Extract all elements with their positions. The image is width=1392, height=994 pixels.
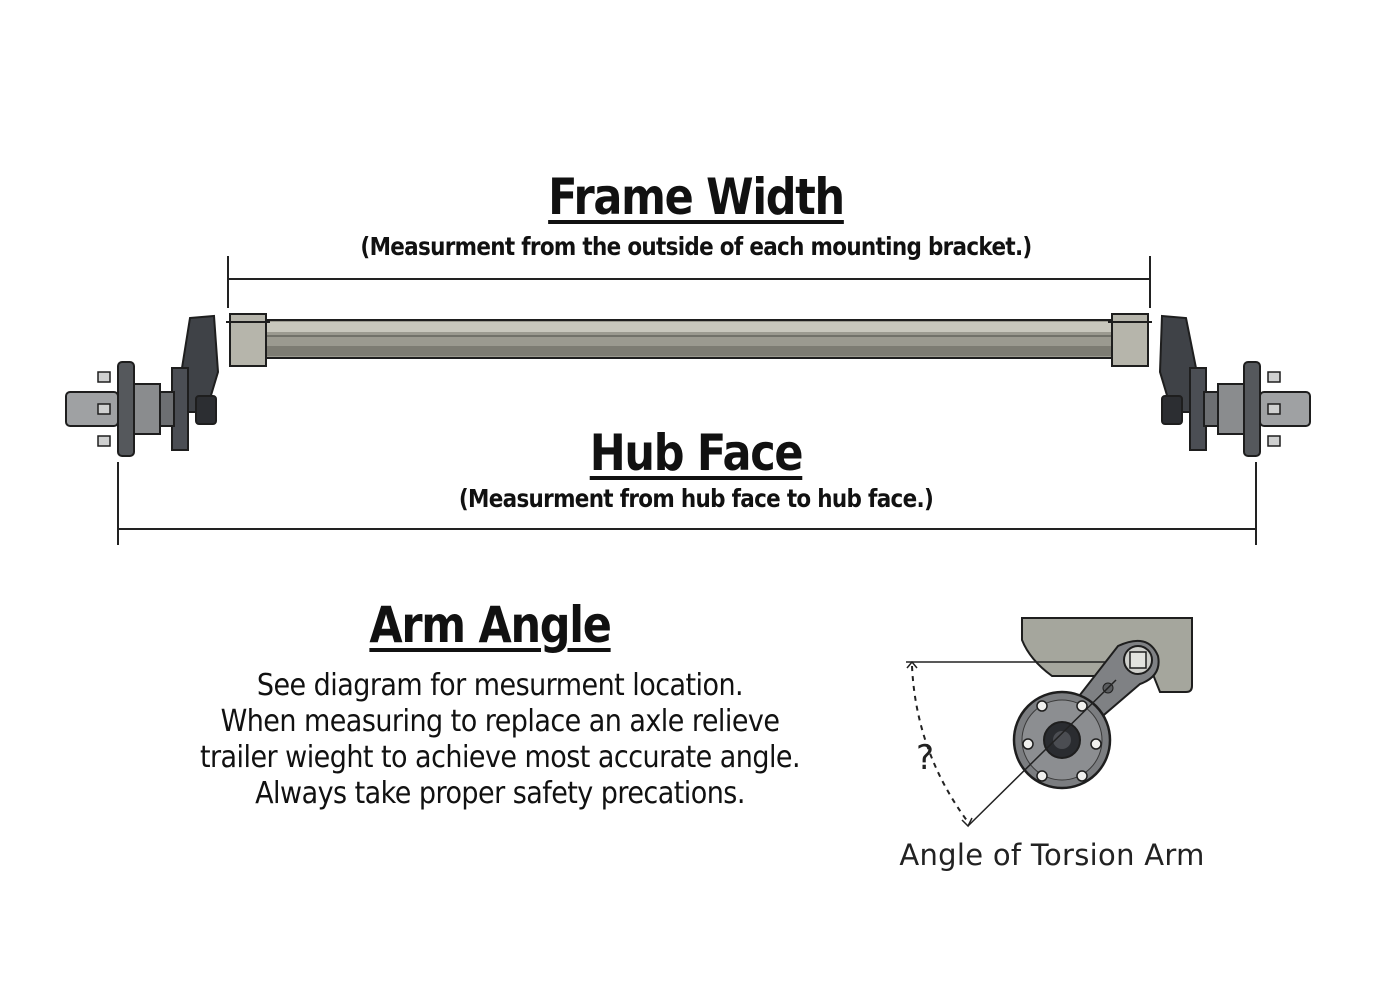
torsion-arm-angle-diagram [906, 617, 1193, 828]
right-torsion-arm [1158, 314, 1221, 451]
hub-face-dimension [117, 462, 1257, 545]
left-torsion-arm [157, 314, 220, 451]
axle-tube [239, 319, 1141, 359]
hub-face-title: Hub Face [589, 424, 804, 482]
arm-angle-line-1: See diagram for mesurment location. [256, 668, 744, 703]
frame-width-dimension [227, 256, 1151, 308]
arm-angle-line-3: trailer wieght to achieve most accurate … [199, 740, 801, 775]
frame-width-title: Frame Width [548, 168, 845, 226]
frame-width-subtitle: (Measurment from the outside of each mou… [360, 232, 1032, 261]
arm-angle-instructions: See diagram for mesurment location. When… [110, 668, 890, 812]
axle-assembly [65, 313, 1311, 457]
arm-angle-line-4: Always take proper safety precations. [255, 776, 745, 811]
torsion-arm-label: Angle of Torsion Arm [899, 838, 1205, 872]
arm-angle-title: Arm Angle [369, 596, 612, 654]
arm-angle-line-2: When measuring to replace an axle reliev… [220, 704, 780, 739]
left-mounting-bracket [226, 313, 270, 367]
right-mounting-bracket [1108, 313, 1152, 367]
right-hub [1217, 361, 1311, 457]
hub-face-subtitle: (Measurment from hub face to hub face.) [458, 484, 934, 513]
angle-unknown-symbol: ? [916, 738, 935, 778]
left-hub [65, 361, 161, 457]
